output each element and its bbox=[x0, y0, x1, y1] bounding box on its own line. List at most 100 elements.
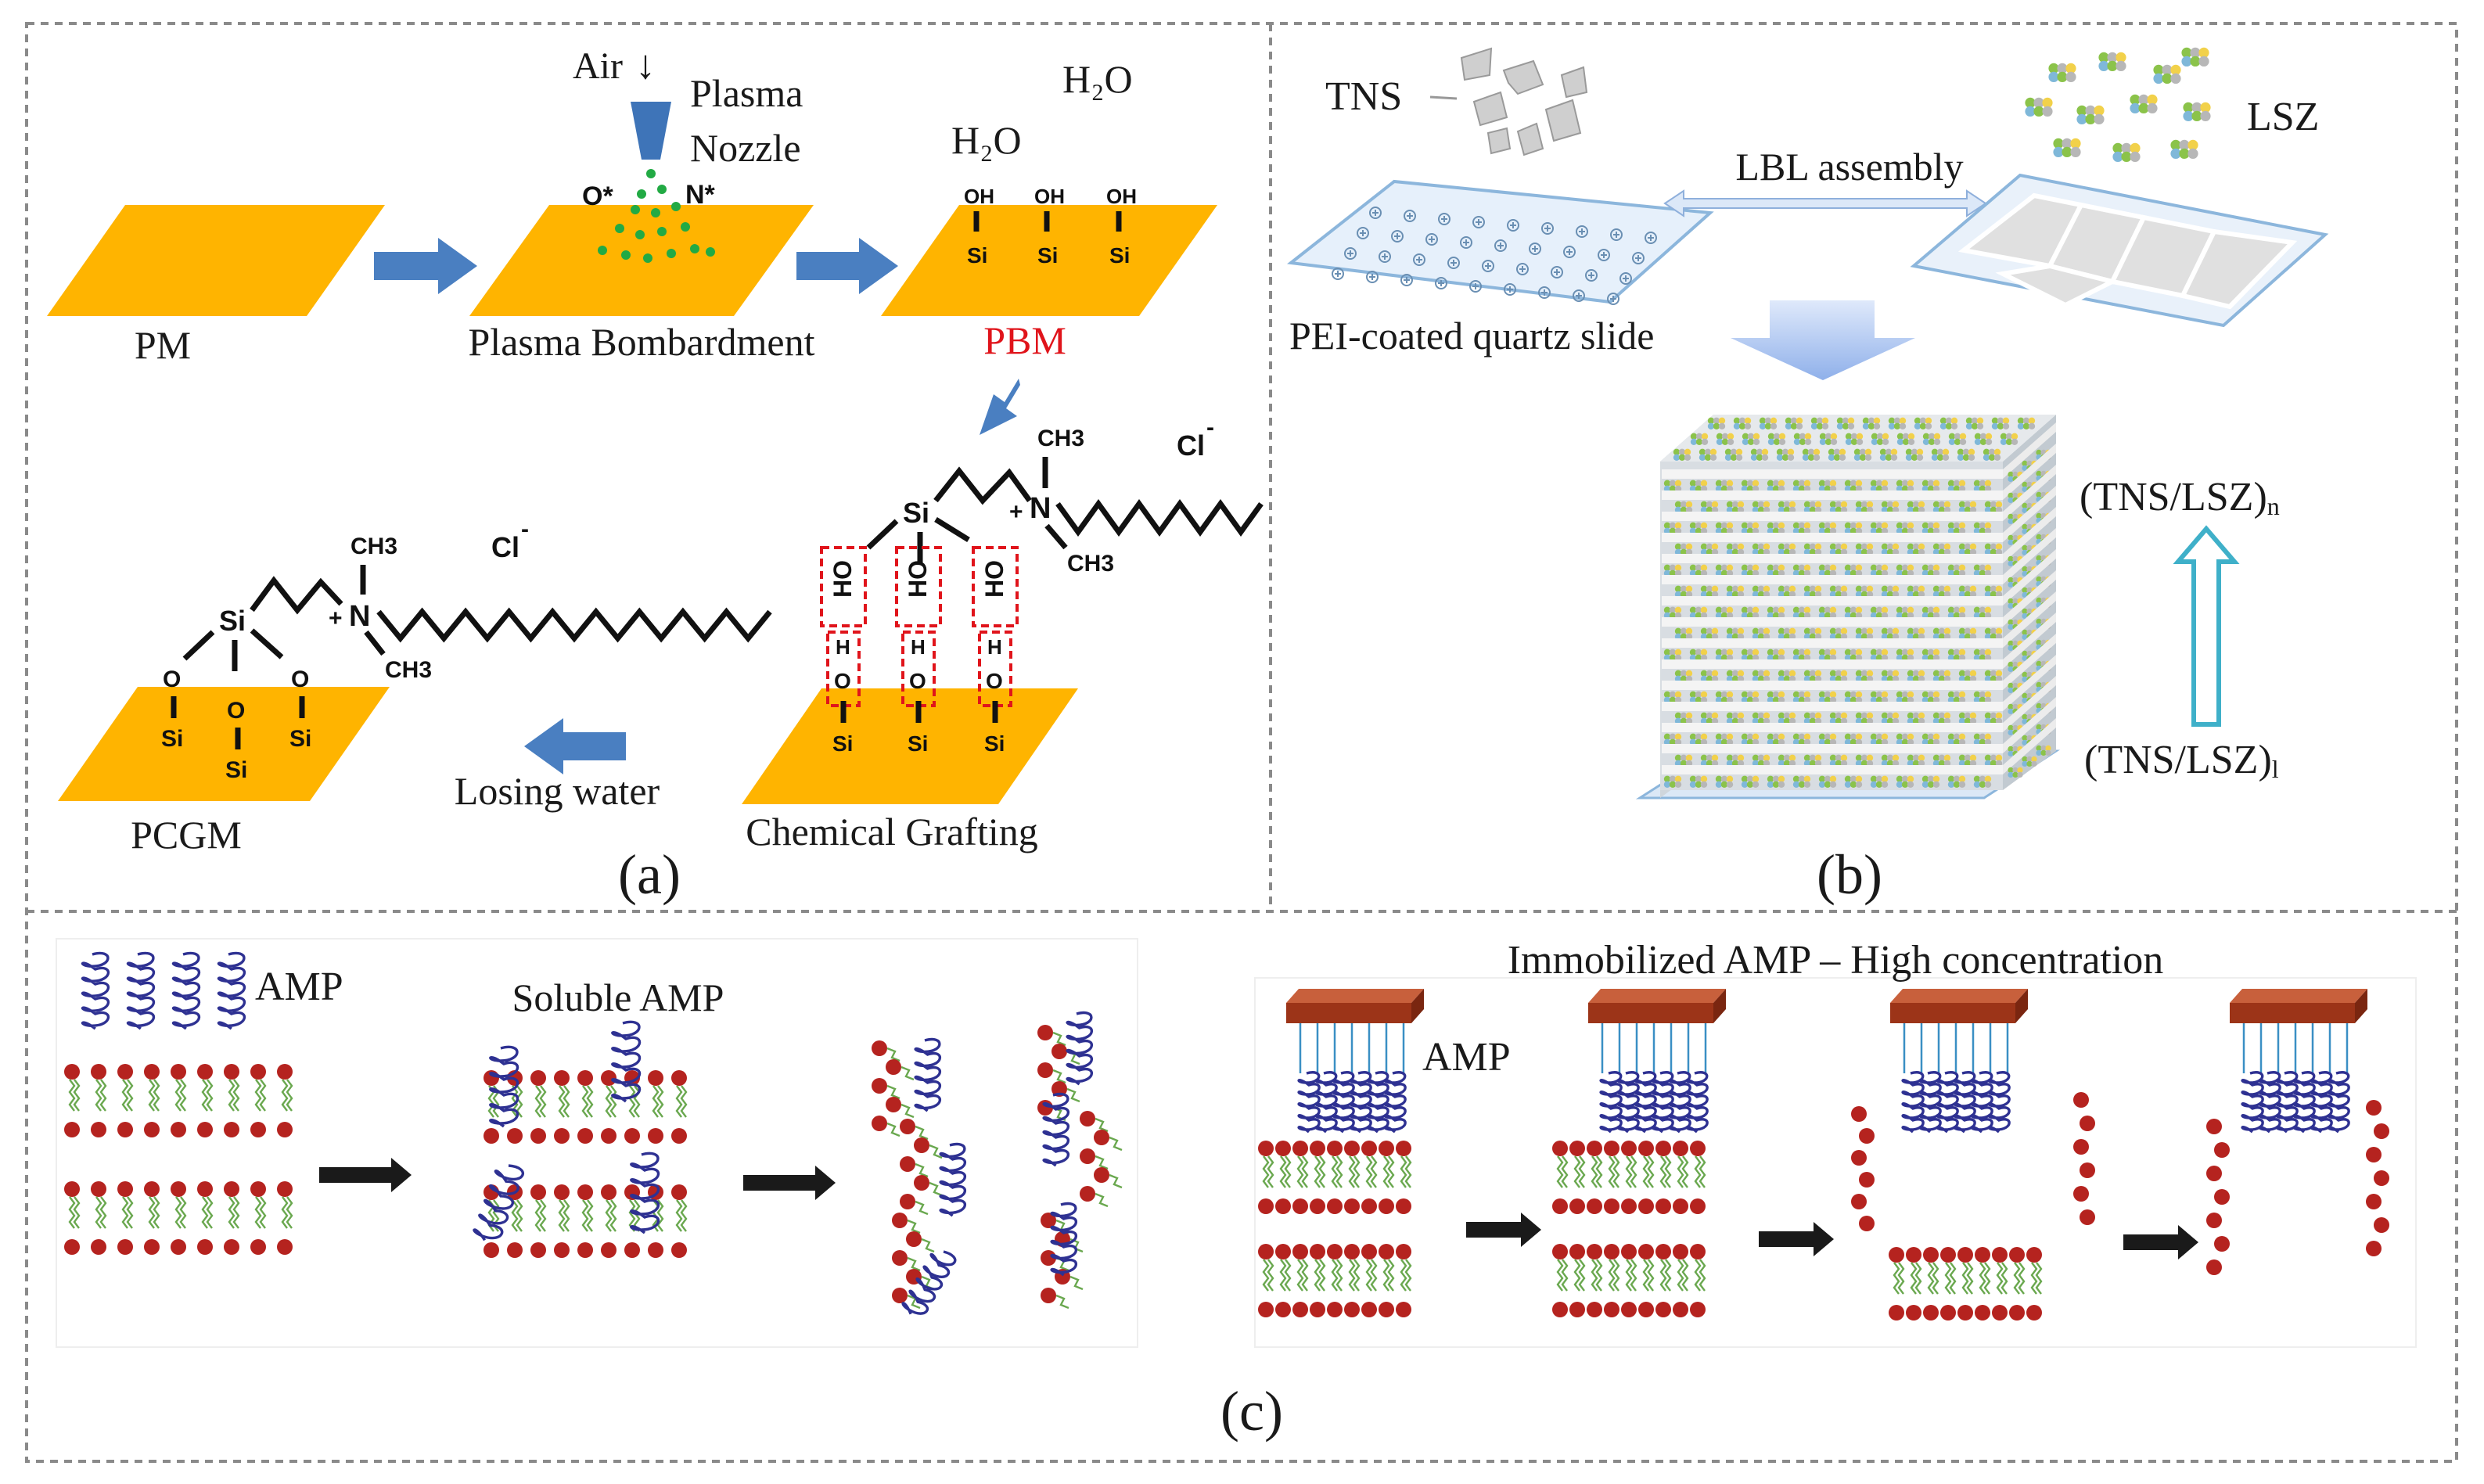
protein-blob bbox=[1855, 760, 1863, 767]
n-atom: N bbox=[349, 600, 370, 633]
protein-blob bbox=[1896, 738, 1903, 746]
protein-blob bbox=[1685, 627, 1693, 634]
protein-blob bbox=[2022, 735, 2028, 742]
protein-blob bbox=[1767, 775, 1774, 782]
lipid-tail bbox=[1335, 1155, 1343, 1188]
lipid-tail bbox=[259, 1196, 267, 1229]
protein-blob bbox=[1757, 712, 1765, 719]
protein-blob bbox=[1726, 585, 1734, 592]
plus-charge-mark bbox=[1585, 269, 1598, 282]
plus-charge-mark bbox=[1588, 272, 1594, 278]
protein-blob bbox=[1950, 417, 1958, 424]
protein-blob bbox=[1953, 527, 1961, 534]
protein-blob bbox=[1886, 591, 1894, 598]
protein-blob bbox=[1803, 485, 1811, 492]
protein-blob bbox=[1964, 543, 1972, 550]
protein-blob bbox=[2040, 749, 2047, 756]
protein-blob bbox=[2026, 760, 2033, 767]
plus-charge-mark bbox=[1551, 266, 1563, 278]
protein-blob bbox=[1700, 606, 1708, 613]
protein-blob bbox=[1785, 422, 1792, 429]
protein-blob bbox=[1802, 448, 1810, 455]
protein-blob bbox=[2008, 666, 2014, 673]
protein-blob bbox=[1731, 712, 1739, 719]
process-arrow bbox=[1466, 1213, 1541, 1247]
protein-blob bbox=[1954, 433, 1961, 440]
plus-charge-mark bbox=[1510, 222, 1516, 228]
protein-blob bbox=[1907, 585, 1914, 592]
protein-blob bbox=[1803, 591, 1811, 598]
protein-blob bbox=[2008, 623, 2014, 631]
protein-blob bbox=[1932, 781, 1940, 788]
protein-blob bbox=[2031, 756, 2037, 763]
amp-peptide bbox=[2292, 1071, 2316, 1134]
protein-blob bbox=[1927, 654, 1935, 661]
protein-blob bbox=[1772, 738, 1780, 746]
protein-blob bbox=[1824, 612, 1832, 619]
protein-blob bbox=[1711, 585, 1719, 592]
protein-blob bbox=[1866, 712, 1874, 719]
lipid-tail bbox=[1681, 1155, 1689, 1188]
pbm-label: PBM bbox=[983, 318, 1066, 362]
amp-peptide bbox=[1901, 1071, 1925, 1134]
lipid-tail bbox=[558, 1199, 566, 1232]
slab-side bbox=[1713, 989, 1726, 1023]
protein-blob bbox=[1896, 691, 1903, 698]
protein-blob bbox=[1741, 738, 1749, 746]
lipid-head bbox=[1587, 1302, 1602, 1317]
protein-blob bbox=[1901, 649, 1909, 656]
protein-blob bbox=[1912, 585, 1920, 592]
protein-blob bbox=[1752, 781, 1760, 788]
protein-blob bbox=[1945, 422, 1953, 429]
protein-blob bbox=[1737, 591, 1745, 598]
protein-blob bbox=[1932, 585, 1940, 592]
lipid-head bbox=[1258, 1302, 1274, 1317]
protein-blob bbox=[1818, 775, 1826, 782]
protein-blob bbox=[2138, 94, 2149, 105]
protein-blob bbox=[1840, 754, 1848, 761]
protein-blob bbox=[1875, 696, 1883, 703]
protein-blob bbox=[1907, 480, 1914, 487]
protein-blob bbox=[1757, 543, 1765, 550]
protein-blob bbox=[1669, 781, 1677, 788]
protein-blob bbox=[1979, 738, 1986, 746]
lipid-tail bbox=[174, 1079, 182, 1112]
protein-blob bbox=[1706, 627, 1713, 634]
protein-blob bbox=[1685, 633, 1693, 640]
protein-blob bbox=[2130, 151, 2141, 162]
lsz-label: LSZ bbox=[2247, 95, 2319, 139]
protein-blob bbox=[1938, 591, 1946, 598]
protein-blob bbox=[1943, 670, 1951, 677]
protein-blob bbox=[1840, 712, 1848, 719]
protein-blob bbox=[1772, 781, 1780, 788]
lipid-tail bbox=[609, 1085, 617, 1118]
lipid-tail bbox=[907, 1294, 921, 1310]
protein-blob bbox=[1957, 454, 1965, 461]
protein-blob bbox=[1772, 654, 1780, 661]
plus-charge-mark bbox=[1507, 286, 1513, 293]
plasma-dot bbox=[657, 185, 667, 194]
lipid-head bbox=[872, 1040, 887, 1056]
lipid-head bbox=[1690, 1302, 1706, 1317]
lipid-tail bbox=[73, 1196, 81, 1229]
protein-blob bbox=[1669, 696, 1677, 703]
protein-blob bbox=[1726, 570, 1734, 577]
protein-blob bbox=[1932, 485, 1940, 492]
protein-blob bbox=[1928, 438, 1936, 445]
protein-blob bbox=[1814, 633, 1822, 640]
protein-blob bbox=[1973, 485, 1981, 492]
protein-blob bbox=[1757, 548, 1765, 555]
protein-blob bbox=[1783, 633, 1791, 640]
protein-blob bbox=[1954, 438, 1961, 445]
protein-blob bbox=[1746, 485, 1754, 492]
protein-blob bbox=[2008, 476, 2014, 483]
lipid-head bbox=[2206, 1259, 2222, 1275]
protein-blob bbox=[1881, 775, 1889, 782]
protein-blob bbox=[2036, 702, 2042, 710]
protein-blob bbox=[1912, 754, 1920, 761]
protein-blob bbox=[1901, 564, 1909, 571]
protein-blob bbox=[1680, 633, 1688, 640]
lipid-head bbox=[250, 1122, 266, 1137]
protein-blob bbox=[1738, 422, 1746, 429]
ch3-bottom: CH3 bbox=[1067, 551, 1114, 577]
